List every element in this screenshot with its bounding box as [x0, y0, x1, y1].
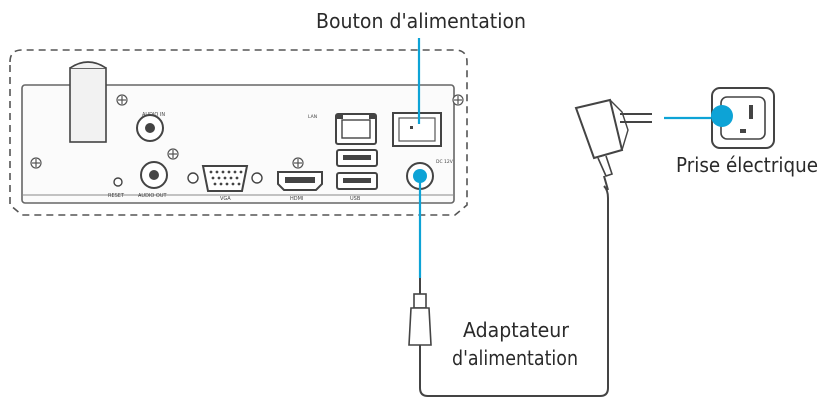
audio-out-label: AUDIO OUT — [138, 193, 168, 199]
power-button-label: Bouton d'alimentation — [316, 9, 526, 33]
reset-button — [113, 177, 123, 187]
antenna — [69, 61, 107, 143]
nvr-device: AUDIO IN AUDIO OUT RESET VGA HDMI — [9, 49, 468, 216]
adapter-label-line2: d'alimentation — [452, 346, 578, 370]
dc-label: DC 12V — [436, 159, 454, 165]
vga-label: VGA — [220, 196, 231, 202]
lan-port — [335, 113, 377, 145]
hdmi-port — [277, 171, 323, 191]
reset-label: RESET — [108, 193, 125, 199]
usb-label: USB — [350, 196, 361, 202]
vga-port — [187, 165, 263, 192]
hdmi-label: HDMI — [290, 196, 303, 202]
wall-outlet-icon — [711, 87, 775, 149]
power-switch-icon — [392, 112, 442, 147]
audio-out-port — [140, 161, 168, 189]
power-adapter-cable — [408, 185, 609, 397]
usb-ports — [336, 149, 378, 190]
screw-icon — [30, 94, 464, 169]
adapter-label-line1: Adaptateur — [463, 318, 570, 342]
audio-in-label: AUDIO IN — [142, 112, 165, 118]
audio-in-port — [136, 114, 164, 142]
lan-label: LAN — [308, 114, 317, 120]
outlet-label: Prise électrique — [676, 153, 818, 177]
power-plug-icon — [574, 98, 652, 191]
dc-port-icon — [406, 162, 434, 190]
